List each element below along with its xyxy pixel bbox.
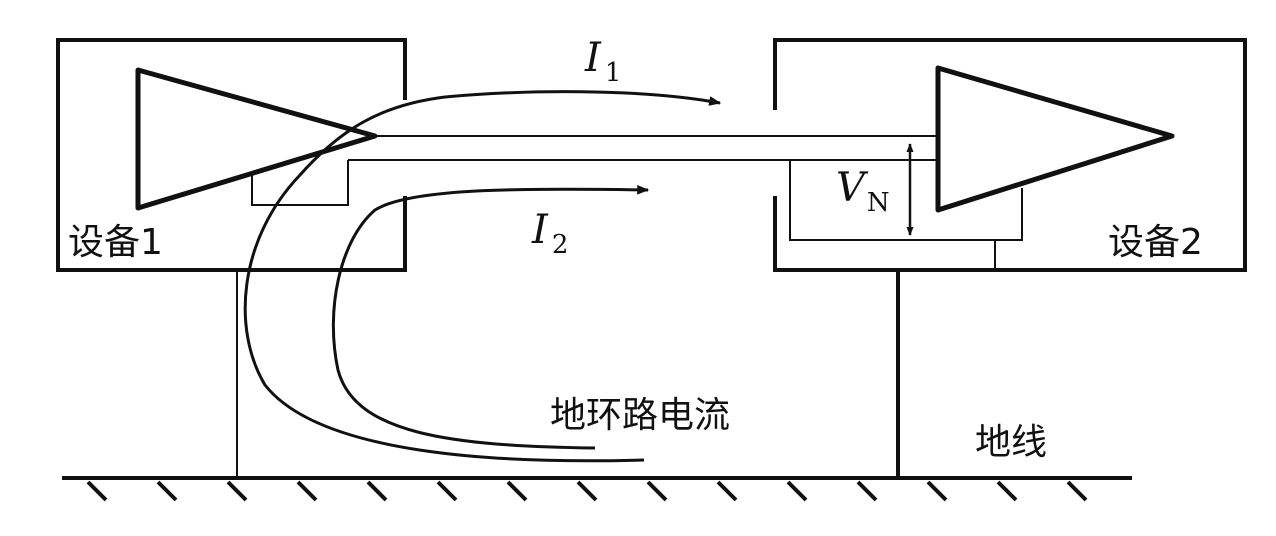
current2-subscript: 2: [551, 230, 569, 260]
device2-ground-wiring: [789, 160, 1023, 241]
ground-loop-current-label: 地环路电流: [550, 395, 731, 436]
device2-enclosure: [773, 38, 1247, 272]
device1-label: 设备1: [68, 222, 163, 263]
device2-amplifier: [935, 65, 1175, 213]
device1-ground-wiring: [251, 160, 349, 206]
noise-voltage-label: VN: [836, 165, 890, 216]
noise-voltage-symbol: V: [836, 165, 865, 211]
current2-symbol: I: [532, 207, 548, 253]
device1-amplifier: [135, 67, 378, 211]
current1-subscript: 1: [604, 58, 622, 88]
current1-path: [243, 90, 722, 463]
current1-symbol: I: [585, 35, 601, 81]
ground-hatching: [86, 480, 1088, 502]
device1-enclosure: [56, 38, 407, 272]
current2-path: [331, 185, 650, 450]
ground-wire-label: 地线: [975, 422, 1048, 463]
noise-voltage-subscript: N: [866, 188, 890, 218]
device2-label: 设备2: [1108, 222, 1203, 263]
